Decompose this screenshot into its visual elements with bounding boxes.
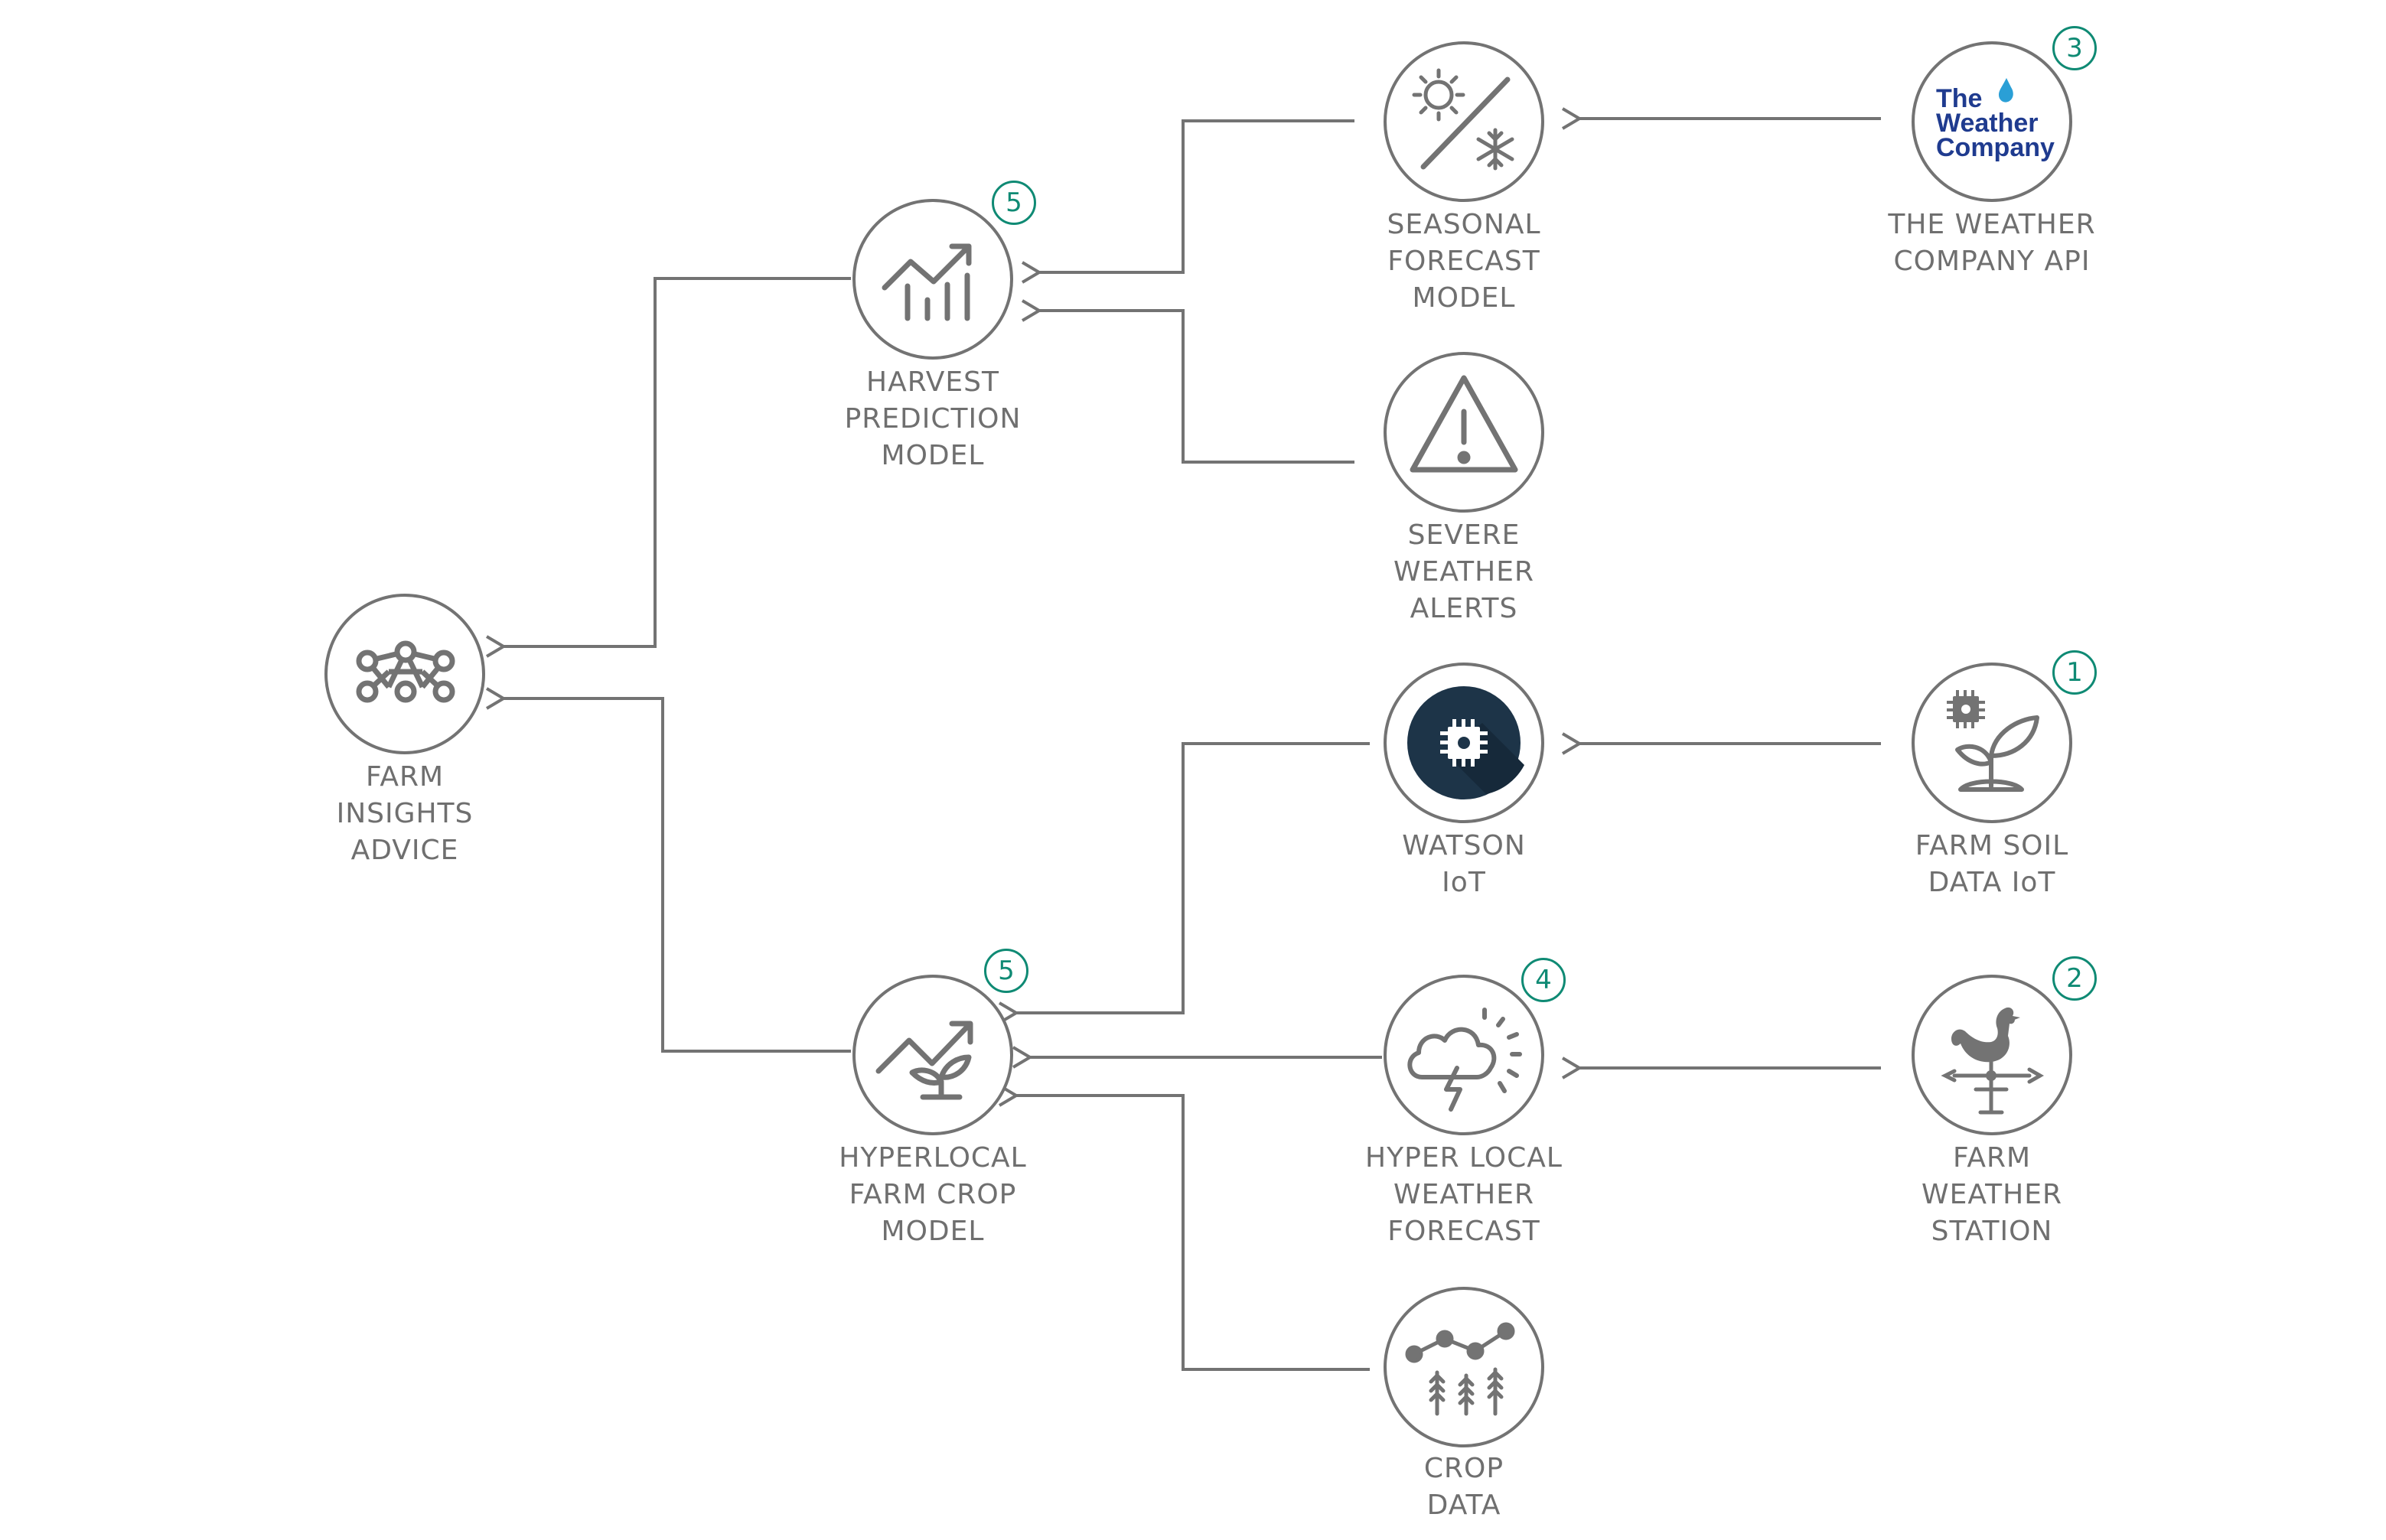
- node-hyperlocal-crop-model: [852, 975, 1013, 1135]
- sun-snow-icon: [1412, 68, 1514, 171]
- label-line: CROP: [1423, 1453, 1504, 1484]
- label-line: HARVEST: [866, 366, 999, 398]
- label-line: FORECAST: [1387, 246, 1540, 277]
- logo-text-the: The: [1936, 84, 1982, 113]
- label-seasonal: SEASONAL FORECAST MODEL: [1311, 207, 1617, 317]
- edge-seasonal-to-harvest: [1039, 119, 1354, 272]
- label-line: FARM: [1952, 1142, 2032, 1174]
- badge-hyperlocal-crop: 5: [984, 949, 1028, 993]
- label-farm-insights: FARM INSIGHTS ADVICE: [252, 759, 558, 869]
- label-line: PREDICTION: [844, 403, 1022, 435]
- node-hyper-local-weather: [1384, 975, 1544, 1135]
- label-harvest: HARVEST PREDICTION MODEL: [780, 364, 1086, 474]
- label-line: ALERTS: [1410, 593, 1518, 624]
- label-hyper-weather: HYPER LOCAL WEATHER FORECAST: [1311, 1140, 1617, 1250]
- node-farm-insights: [324, 594, 485, 754]
- node-severe-weather-alerts: [1384, 352, 1544, 513]
- label-line: DATA IoT: [1928, 867, 2056, 898]
- label-line: SEASONAL: [1387, 209, 1541, 240]
- label-line: ADVICE: [350, 835, 459, 866]
- label-crop-data: CROP DATA: [1311, 1450, 1617, 1524]
- node-watson-iot: [1384, 663, 1544, 823]
- label-line: MODEL: [881, 1216, 985, 1247]
- label-line: WEATHER: [1393, 556, 1534, 588]
- edge-severe-to-harvest: [1039, 311, 1354, 464]
- logo-text-weather: Weather: [1936, 109, 2039, 138]
- node-farm-soil: [1912, 663, 2072, 823]
- logo-text-company: Company: [1936, 133, 2055, 162]
- node-crop-data: [1384, 1287, 1544, 1447]
- label-weather-station: FARM WEATHER STATION: [1839, 1140, 2145, 1250]
- label-farm-soil: FARM SOIL DATA IoT: [1839, 828, 2145, 901]
- trend-chart-icon: [882, 243, 972, 321]
- weather-company-logo: The Weather Company: [1936, 78, 2055, 162]
- label-line: FARM SOIL: [1915, 830, 2069, 861]
- badge-weather-station: 2: [2052, 956, 2097, 1001]
- label-line: FORECAST: [1387, 1216, 1540, 1247]
- edge-crop-data-to-crop-model: [1016, 1096, 1370, 1371]
- label-line: FARM CROP: [849, 1179, 1017, 1210]
- warning-icon: [1410, 375, 1518, 473]
- label-line: WEATHER: [1922, 1179, 2062, 1210]
- node-seasonal-forecast: [1384, 41, 1544, 202]
- label-line: STATION: [1931, 1216, 2053, 1247]
- chip-plant-icon: [1947, 690, 2039, 792]
- network-icon: [356, 640, 455, 703]
- storm-icon: [1407, 1008, 1522, 1112]
- badge-weather-company: 3: [2052, 26, 2097, 70]
- badge-farm-soil: 1: [2052, 650, 2097, 695]
- edge-harvest-to-insights: [504, 277, 851, 646]
- weathervane-icon: [1941, 1007, 2045, 1115]
- label-hyperlocal-crop: HYPERLOCAL FARM CROP MODEL: [780, 1140, 1086, 1250]
- node-farm-weather-station: [1912, 975, 2072, 1135]
- label-line: DATA: [1426, 1490, 1501, 1521]
- label-line: COMPANY API: [1893, 246, 2091, 277]
- label-line: MODEL: [881, 440, 985, 471]
- label-weather-company: THE WEATHER COMPANY API: [1839, 207, 2145, 280]
- label-watson: WATSON IoT: [1311, 828, 1617, 901]
- trend-plant-icon: [875, 1021, 973, 1100]
- label-line: INSIGHTS: [336, 798, 474, 829]
- node-weather-company: The Weather Company: [1912, 41, 2072, 202]
- wheat-chart-icon: [1405, 1322, 1515, 1416]
- label-line: THE WEATHER: [1888, 209, 2096, 240]
- label-line: MODEL: [1412, 282, 1516, 314]
- label-line: WEATHER: [1393, 1179, 1534, 1210]
- node-harvest-prediction: [852, 199, 1013, 360]
- label-line: SEVERE: [1407, 519, 1521, 551]
- label-line: IoT: [1442, 867, 1486, 898]
- label-line: HYPERLOCAL: [839, 1142, 1027, 1174]
- label-line: FARM: [365, 761, 445, 793]
- edge-crop-model-to-insights: [504, 698, 851, 1053]
- label-severe: SEVERE WEATHER ALERTS: [1311, 517, 1617, 627]
- badge-hyper-weather: 4: [1521, 958, 1566, 1002]
- edge-watson-to-crop-model: [1016, 742, 1370, 1013]
- badge-harvest: 5: [992, 181, 1036, 225]
- chip-icon: [1407, 686, 1524, 799]
- label-line: WATSON: [1402, 830, 1526, 861]
- label-line: HYPER LOCAL: [1365, 1142, 1563, 1174]
